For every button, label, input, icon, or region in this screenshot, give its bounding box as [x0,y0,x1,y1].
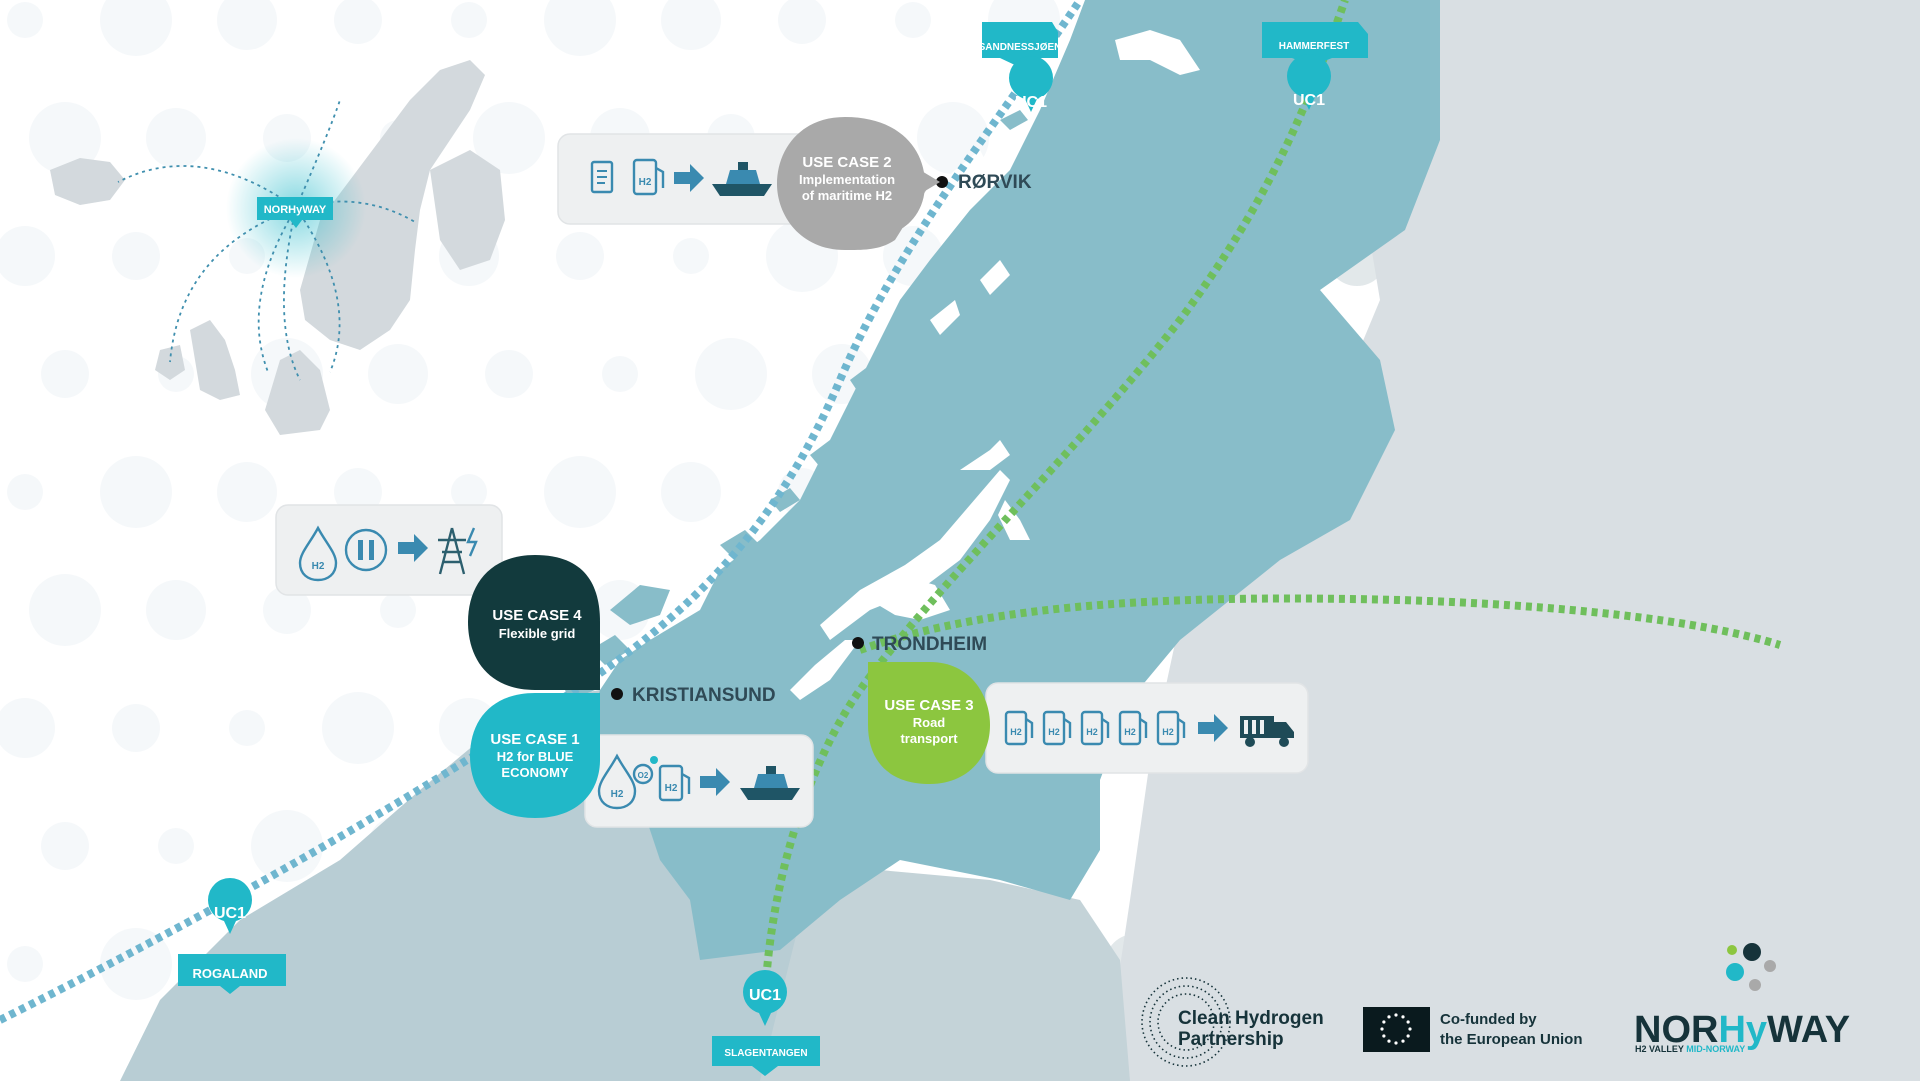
h2-drop-icon: H2 [298,525,338,582]
city-label-kristiansund: KRISTIANSUND [632,685,776,706]
use-case-3-line2: transport [900,731,958,746]
eu-line1: Co-funded by [1440,1011,1537,1028]
use-case-2-bubble [777,117,930,250]
arrow-right-icon [700,768,730,796]
use-case-3-card[interactable]: H2 H2 H2 H2 H2 USE CASE 3 Road transport [868,662,1309,784]
use-case-2-pointer [900,158,940,206]
inset-land-denmark-germany [265,350,330,435]
use-case-1-line1: H2 for BLUE [497,749,574,764]
norhyway-tagline: H2 VALLEY MID-NORWAY [1635,1044,1745,1054]
clean-hydrogen-logo: Clean Hydrogen Partnership [1141,977,1324,1067]
svg-text:O2: O2 [638,771,649,780]
use-case-3-bubble [868,662,990,784]
svg-text:H2: H2 [611,789,624,800]
norhyway-wordmark: NORHyWAY [1634,1009,1850,1051]
svg-text:H2: H2 [1086,727,1098,737]
use-case-2-line1: Implementation [799,172,895,187]
norhyway-logo: NORHyWAY H2 VALLEY MID-NORWAY [1634,943,1850,1054]
electrolyser-icon [344,528,388,572]
h2-pump-icon: H2 [632,158,665,196]
ship-icon [712,162,772,196]
svg-text:H2: H2 [1048,727,1060,737]
inset-land-norway-sweden [300,60,485,350]
land-sweden [1095,0,1920,1081]
use-case-3-title: USE CASE 3 [884,697,973,714]
pin-uc1-label: UC1 [749,987,781,1004]
pin-slagentangen: UC1 SLAGENTANGEN [712,970,820,1076]
eu-line2: the European Union [1440,1031,1583,1048]
pin-place-label: SLAGENTANGEN [724,1048,807,1059]
clean-hydrogen-line2: Partnership [1178,1029,1284,1050]
norhyway-dots-icon [1726,943,1776,991]
ship-icon [740,766,800,800]
h2-pump-icon: H2 [1118,710,1148,746]
inset-land-finland [430,150,505,270]
pin-uc1-label: UC1 [214,905,246,922]
svg-text:H2: H2 [1010,727,1022,737]
h2-pump-icon: H2 [1080,710,1110,746]
h2-pump-icon: H2 [658,764,691,802]
use-case-4-line1: Flexible grid [499,626,576,641]
arrow-right-icon [1198,714,1228,742]
inset-badge: NORHyWAY [257,197,333,228]
pin-uc1-label: UC1 [1293,92,1325,109]
svg-text:H2: H2 [1162,727,1174,737]
land-coast-southwest [120,690,860,1081]
use-case-1-bubble [470,693,600,818]
inset-land-ireland [155,345,185,380]
pin-sandnessjoen: SANDNESSJØEN UC1 [979,22,1062,112]
inset-badge-label: NORHyWAY [264,204,327,216]
route-east-green [858,594,1782,654]
use-case-3-line1: Road [913,715,946,730]
use-case-4-bubble [468,555,600,690]
city-rorvik: RØRVIK [936,172,1032,193]
land-coast-south [760,870,1130,1081]
document-icon [590,160,614,194]
pin-place-label: SANDNESSJØEN [979,42,1062,53]
city-label-rorvik: RØRVIK [958,172,1032,193]
use-case-4-card[interactable]: H2 USE CASE 4 Flexible grid [275,504,600,690]
arrow-right-icon [398,534,428,562]
h2-pump-icon: H2 [1042,710,1072,746]
h2-pump-row: H2 H2 H2 H2 H2 [1004,710,1186,746]
svg-text:H2: H2 [639,177,652,188]
pin-place-label: ROGALAND [192,966,267,981]
clean-hydrogen-dots-icon [1141,977,1231,1067]
svg-text:H2: H2 [1124,727,1136,737]
clean-hydrogen-line1: Clean Hydrogen [1178,1008,1324,1029]
pin-place-label: HAMMERFEST [1279,41,1350,52]
eu-cofunded-logo: Co-funded by the European Union [1363,1007,1583,1052]
use-case-1-card[interactable]: H2 O2 H2 USE CASE 1 H2 for BLUE ECONOMY [470,693,814,828]
eu-stars-icon [1380,1013,1412,1045]
use-case-2-title: USE CASE 2 [802,154,891,171]
use-case-2-line2: of maritime H2 [802,188,892,203]
use-case-1-title: USE CASE 1 [490,731,579,748]
power-pylon-icon [438,527,478,575]
oxygen-bubbles-icon: O2 [632,756,658,785]
inset-scandinavia: NORHyWAY [50,60,505,435]
pin-hammerfest: HAMMERFEST UC1 [1262,22,1368,110]
h2-pump-icon: H2 [1156,710,1186,746]
arrow-right-icon [674,164,704,192]
truck-icon [1240,716,1294,747]
city-kristiansund: KRISTIANSUND [611,685,776,706]
use-case-1-line2: ECONOMY [501,765,569,780]
inset-land-britain [190,320,240,400]
svg-text:H2: H2 [312,561,325,572]
h2-pump-icon: H2 [1004,710,1034,746]
city-trondheim: TRONDHEIM [852,634,987,655]
inset-land-iceland [50,158,125,205]
pin-rogaland: UC1 ROGALAND [178,878,286,994]
svg-text:H2: H2 [665,783,678,794]
use-case-4-title: USE CASE 4 [492,607,582,624]
region-mid-norway [590,0,1440,960]
h2-drop-icon: H2 [597,753,637,810]
city-label-trondheim: TRONDHEIM [872,634,987,655]
use-case-2-card[interactable]: H2 USE CASE 2 Implementation of maritime… [557,117,940,250]
pin-uc1-label: UC1 [1015,94,1047,111]
